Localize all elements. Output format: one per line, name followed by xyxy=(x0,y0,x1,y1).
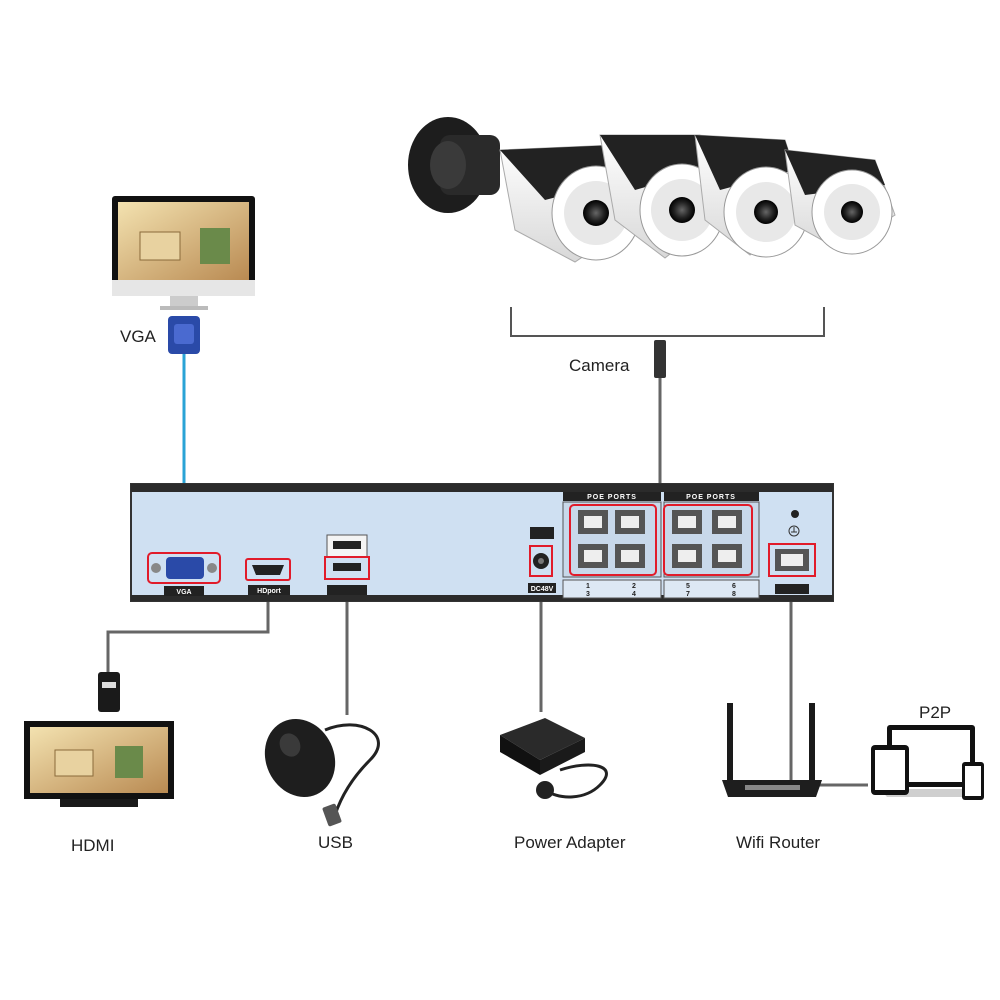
camera-label: Camera xyxy=(569,356,630,375)
vga-label: VGA xyxy=(120,327,156,346)
poe-ports-label-right: POE PORTS xyxy=(686,494,736,501)
vga-monitor-icon xyxy=(112,196,255,310)
port-number-5: 5 xyxy=(686,583,690,590)
hdmi-dongle-icon xyxy=(98,672,120,712)
vga-port-label: VGA xyxy=(176,589,191,596)
hdmi-label: HDMI xyxy=(71,836,115,855)
dc-power-port-icon xyxy=(528,527,556,593)
lan-port-icon xyxy=(768,543,816,594)
hdmi-cable xyxy=(106,580,270,672)
bullet-camera-icon-4 xyxy=(784,149,896,255)
vga-port-icon xyxy=(147,552,221,596)
port-number-6: 6 xyxy=(732,583,736,590)
usb-label: USB xyxy=(318,833,353,852)
camera-bracket xyxy=(510,307,825,337)
ground-icon xyxy=(788,525,800,537)
power-adapter-icon xyxy=(500,718,608,799)
port-number-2: 2 xyxy=(632,583,636,590)
port-number-1: 1 xyxy=(586,583,590,590)
poe-ports-label-left: POE PORTS xyxy=(587,494,637,501)
wifi-router-icon xyxy=(722,703,822,797)
reset-hole-icon xyxy=(791,510,799,518)
port-number-7: 7 xyxy=(686,591,690,598)
camera-mount-icon xyxy=(408,117,500,213)
p2p-label: P2P xyxy=(919,703,952,722)
hd-port-label: HDport xyxy=(257,588,281,595)
usb-ports-icon xyxy=(324,534,370,595)
dc-port-label: DC48V xyxy=(531,586,554,593)
poe-ports-group-right xyxy=(663,492,760,599)
rj45-plug-icon xyxy=(654,340,666,378)
port-number-4: 4 xyxy=(632,591,636,598)
power-adapter-label: Power Adapter xyxy=(514,833,626,852)
hdmi-port-icon xyxy=(245,558,291,595)
poe-ports-group-left xyxy=(562,492,662,599)
vga-connector-icon xyxy=(168,316,200,354)
port-number-8: 8 xyxy=(732,591,736,598)
bullet-camera-icon-3 xyxy=(694,134,809,258)
hdmi-tv-icon xyxy=(24,721,174,807)
usb-mouse-icon xyxy=(264,719,380,827)
port-number-3: 3 xyxy=(586,591,590,598)
wifi-router-label: Wifi Router xyxy=(736,833,821,852)
p2p-devices-icon xyxy=(871,725,984,800)
